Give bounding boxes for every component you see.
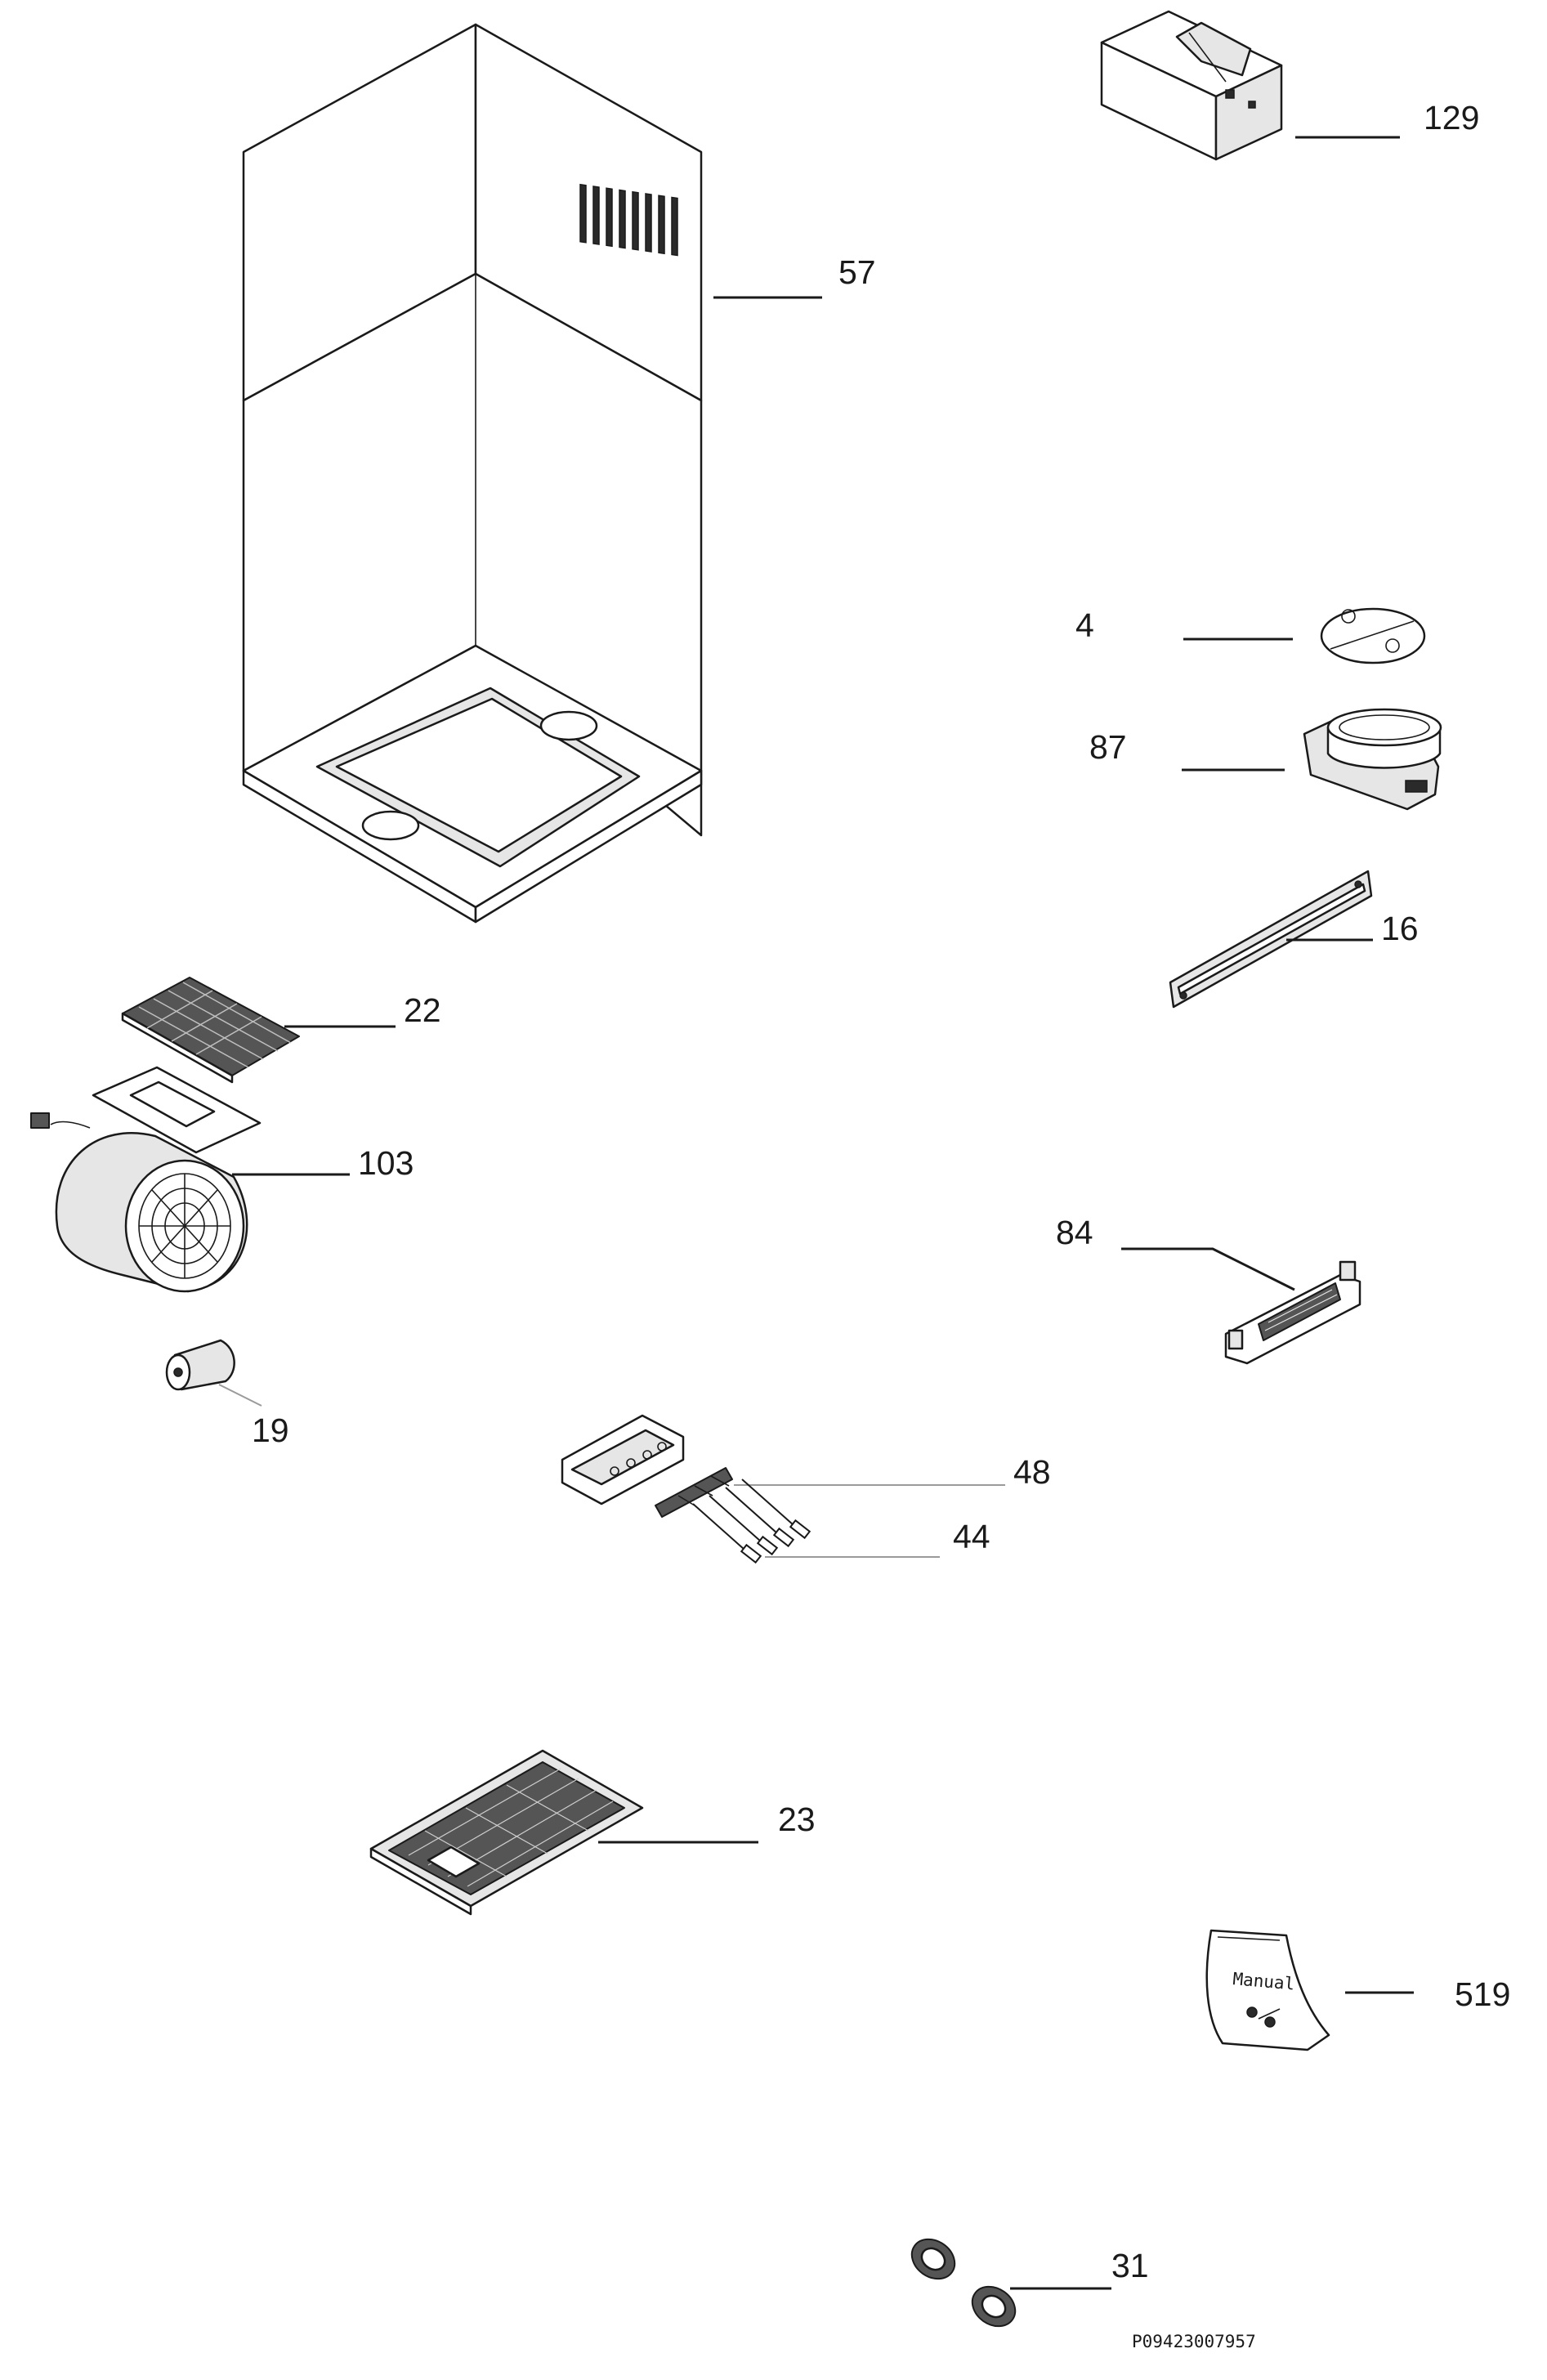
label-16: 16 [1381,910,1419,947]
label-19: 19 [252,1411,289,1449]
label-48: 48 [1013,1453,1051,1491]
blower-motor [30,1066,262,1293]
label-84: 84 [1056,1214,1093,1251]
hood-lamp-left [361,810,420,841]
halogen-lamps [910,2238,1017,2328]
label-519: 519 [1455,1975,1510,2013]
control-knobs [692,1479,812,1564]
duct-box [1100,10,1283,161]
capacitor [165,1339,235,1391]
label-31: 31 [1111,2247,1149,2284]
hood-chimney [242,23,703,924]
vent-slots [579,183,678,257]
label-57: 57 [838,253,876,291]
hood-lamp-right [539,710,598,741]
accessory-bag: Manual [1205,1929,1330,2051]
transformer [1224,1260,1361,1365]
leader-84 [1121,1247,1295,1291]
leader-19 [218,1384,262,1407]
label-22: 22 [404,991,441,1029]
label-4: 4 [1075,606,1094,644]
label-103: 103 [358,1144,414,1182]
label-129: 129 [1424,99,1479,136]
label-44: 44 [953,1518,990,1555]
label-87: 87 [1089,728,1127,766]
carbon-filter [121,977,300,1084]
duct-adapter [1303,708,1442,811]
grease-filter [369,1749,644,1916]
valve-disc [1320,607,1426,664]
mounting-bracket [1169,870,1373,1009]
control-switch [561,1414,733,1518]
drawing-code: P09423007957 [1132,2332,1256,2351]
label-23: 23 [778,1801,816,1838]
